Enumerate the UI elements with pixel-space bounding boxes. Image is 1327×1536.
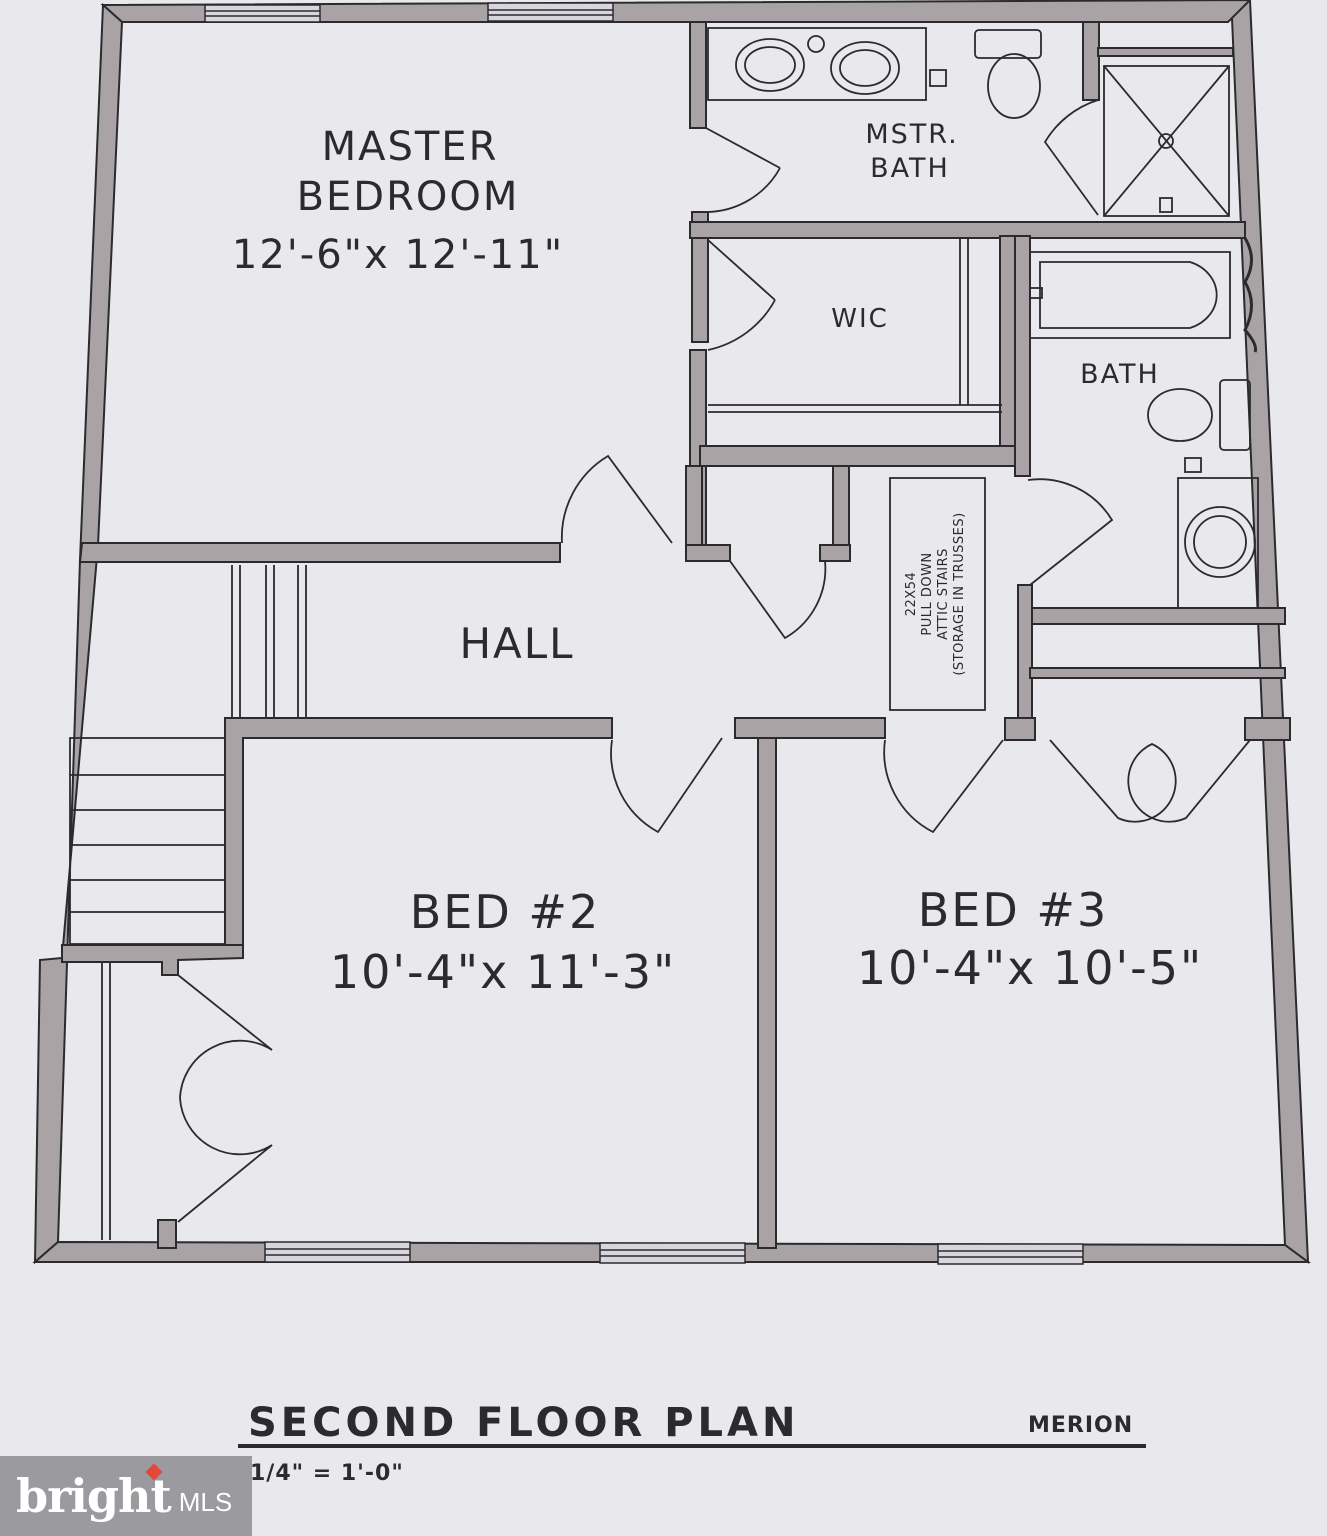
- master-hall-wall: [78, 542, 561, 563]
- window-top-2: [487, 2, 614, 22]
- bed2-size: 10'-4"x 11'-3": [330, 945, 676, 999]
- bed3-closet-wall: [1244, 717, 1291, 741]
- master-bath-door-swing: [705, 127, 781, 213]
- bath-left-wall: [1014, 235, 1031, 477]
- attic-line3: ATTIC STAIRS: [936, 548, 951, 640]
- shower-wall: [1097, 47, 1234, 57]
- bed3-name: BED #3: [918, 883, 1108, 937]
- master-sink-1-icon: [735, 38, 805, 92]
- wic-right-wall: [999, 235, 1017, 467]
- scale-note: 1/4" = 1'-0": [250, 1461, 404, 1486]
- bed2-closet-jamb: [157, 1219, 177, 1249]
- bath-bottom-wall: [1019, 607, 1286, 625]
- master-sink-2-icon: [830, 41, 900, 95]
- shower-partition: [1082, 21, 1100, 101]
- staircase: [69, 737, 226, 945]
- bed-partition: [757, 737, 777, 1249]
- window-bottom-2: [599, 1242, 746, 1264]
- master-toilet-tank-icon: [974, 29, 1042, 59]
- bed2-door-swing: [610, 737, 723, 834]
- window-bottom-1: [264, 1241, 411, 1263]
- bed3-size: 10'-4"x 10'-5": [857, 941, 1203, 995]
- bath-door-jamb: [1017, 584, 1033, 726]
- bed3-door-swing: [883, 739, 1004, 834]
- bed2-name: BED #2: [410, 885, 600, 939]
- bed2-closet-top-wall: [61, 944, 244, 976]
- bed2-closet-door-swing: [177, 974, 273, 1223]
- closet-stub-right: [819, 544, 851, 562]
- master-bath-partition: [689, 21, 707, 129]
- fixtures: [69, 27, 1259, 1240]
- master-toilet-bowl-icon: [987, 53, 1041, 119]
- right-exterior-wall: [1230, 0, 1310, 1265]
- walls: [32, 0, 1312, 1265]
- master-bath-bottom-wall: [689, 221, 1246, 239]
- bath-door-swing: [1027, 478, 1114, 586]
- master-bath-line2: BATH: [870, 153, 950, 184]
- closet-stub-left: [685, 544, 731, 562]
- attic-stairs-note: 22X54 PULL DOWN ATTIC STAIRS (STORAGE IN…: [904, 512, 967, 675]
- bathtub-icon: [1030, 251, 1231, 339]
- master-name-line1: MASTER: [322, 124, 499, 170]
- master-size: 12'-6"x 12'-11": [232, 232, 564, 278]
- window-top-1: [204, 4, 321, 23]
- left-exterior-wall-upper: [78, 2, 124, 563]
- bed3-closet-door-swing: [1049, 739, 1251, 823]
- watermark-suffix: MLS: [178, 1486, 233, 1517]
- master-wic-partition-a: [691, 211, 709, 343]
- hall-bedroom-wall-mid: [734, 717, 886, 739]
- master-vanity: [707, 27, 927, 101]
- wic-door-swing: [707, 239, 776, 351]
- attic-line4: (STORAGE IN TRUSSES): [952, 512, 967, 675]
- hall-closet-door-swing: [729, 560, 827, 640]
- bed3-closet-shelf: [1029, 667, 1286, 679]
- closet-right-wall: [832, 465, 850, 552]
- master-name-line2: BEDROOM: [297, 174, 520, 220]
- watermark-brand: bright: [16, 1469, 172, 1523]
- attic-stairs-box: [889, 477, 986, 711]
- hall-label: HALL: [459, 619, 574, 668]
- watermark: bright MLS: [0, 1456, 252, 1536]
- bath-label: BATH: [1080, 359, 1160, 390]
- shower-stall-icon: [1103, 65, 1230, 217]
- bath-vanity: [1177, 477, 1259, 609]
- title-underline: [238, 1444, 1146, 1448]
- bath-toilet-tank-icon: [1219, 379, 1251, 451]
- attic-line1: 22X54: [904, 572, 919, 617]
- attic-line2: PULL DOWN: [920, 552, 935, 635]
- master-bath-line1: MSTR.: [865, 119, 958, 150]
- bath-toilet-bowl-icon: [1147, 388, 1213, 442]
- left-exterior-wall-lower: [33, 542, 100, 1265]
- master-door-swing: [560, 454, 673, 544]
- window-bottom-3: [937, 1243, 1084, 1265]
- closet-left-wall: [685, 465, 703, 552]
- wic-label: WIC: [831, 304, 889, 334]
- hall-bedroom-wall-right: [1004, 717, 1036, 741]
- windows: [204, 2, 1084, 1265]
- plan-title: SECOND FLOOR PLAN: [248, 1400, 799, 1446]
- model-name: MERION: [1028, 1413, 1133, 1438]
- shower-door-swing: [1043, 99, 1099, 216]
- bath-sink-icon: [1184, 506, 1256, 578]
- wic-bottom-wall: [699, 445, 1021, 467]
